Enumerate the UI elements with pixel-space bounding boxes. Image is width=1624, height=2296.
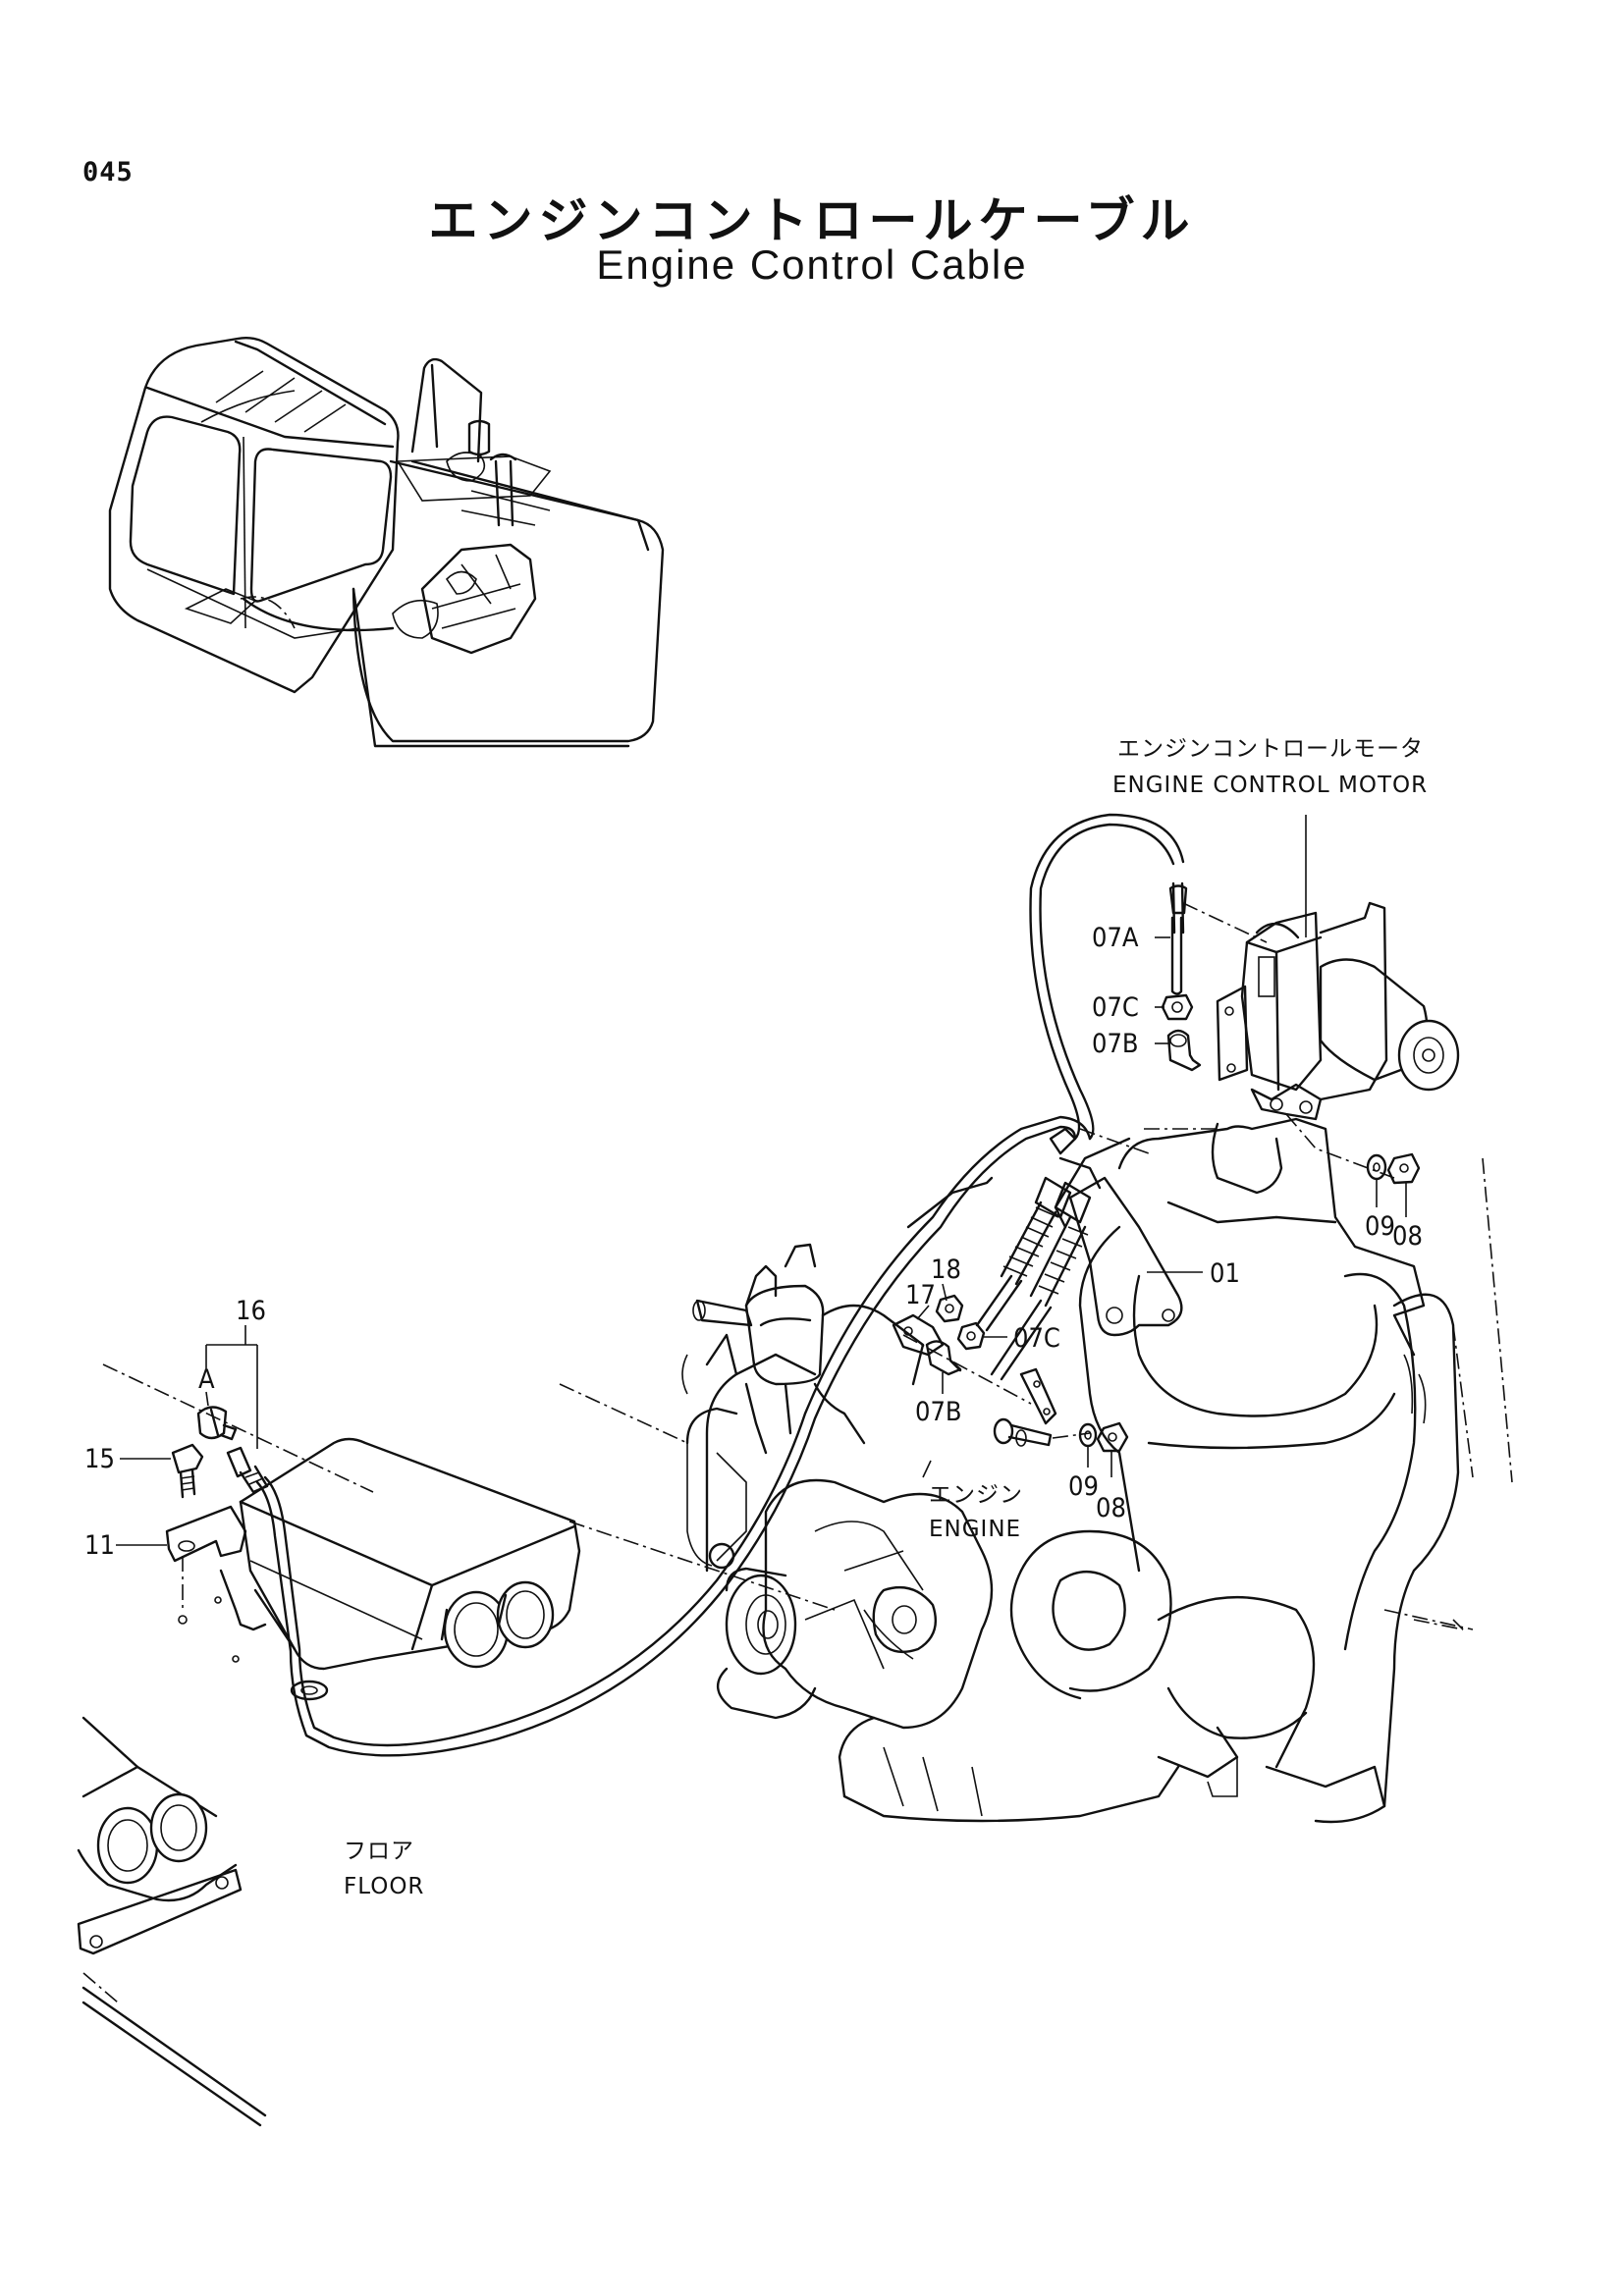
floor-assembly-illustration [77, 1363, 836, 2127]
callout-15: 15 [84, 1444, 115, 1474]
callout-16: 16 [236, 1296, 266, 1326]
callout-18: 18 [931, 1255, 961, 1285]
callout-07C-top: 07C [1092, 992, 1139, 1023]
callout-07C-mid: 07C [1013, 1323, 1060, 1354]
callout-01: 01 [1210, 1258, 1240, 1289]
note-floor-jp: フロア [344, 1839, 414, 1864]
note-motor-en: ENGINE CONTROL MOTOR [1112, 773, 1428, 798]
callout-09-mid: 09 [1068, 1471, 1099, 1502]
page-number: 045 [82, 157, 134, 187]
note-engine-en: ENGINE [929, 1517, 1021, 1542]
callout-08-top: 08 [1392, 1221, 1423, 1252]
engine-control-motor-illustration [1161, 815, 1460, 1185]
note-engine-jp: エンジン [929, 1482, 1023, 1508]
callout-08-mid: 08 [1096, 1493, 1126, 1523]
callout-labels: 07A 07C 07B 09 08 01 18 17 07C 07B 09 08… [84, 923, 1423, 1561]
leader-lines [116, 936, 1407, 1546]
callout-17: 17 [905, 1280, 936, 1310]
excavator-overview-illustration [108, 336, 665, 748]
title-japanese: エンジンコントロールケーブル [428, 192, 1196, 249]
cable-spring-housing [975, 1127, 1092, 1381]
callout-07B-mid: 07B [915, 1397, 962, 1427]
title-english: Engine Control Cable [596, 241, 1028, 288]
engine-illustration [681, 1117, 1513, 1824]
annotation-notes: エンジンコントロールモータ ENGINE CONTROL MOTOR エンジン … [344, 736, 1428, 1899]
note-floor-en: FLOOR [344, 1874, 424, 1899]
callout-11: 11 [84, 1530, 115, 1561]
control-cable [255, 813, 1185, 1757]
callout-07A: 07A [1092, 923, 1139, 953]
callout-09-top: 09 [1365, 1211, 1395, 1242]
callout-A: A [198, 1364, 215, 1395]
note-motor-jp: エンジンコントロールモータ [1117, 736, 1424, 762]
mid-fasteners [892, 1294, 1129, 1453]
callout-07B-top: 07B [1092, 1029, 1139, 1059]
